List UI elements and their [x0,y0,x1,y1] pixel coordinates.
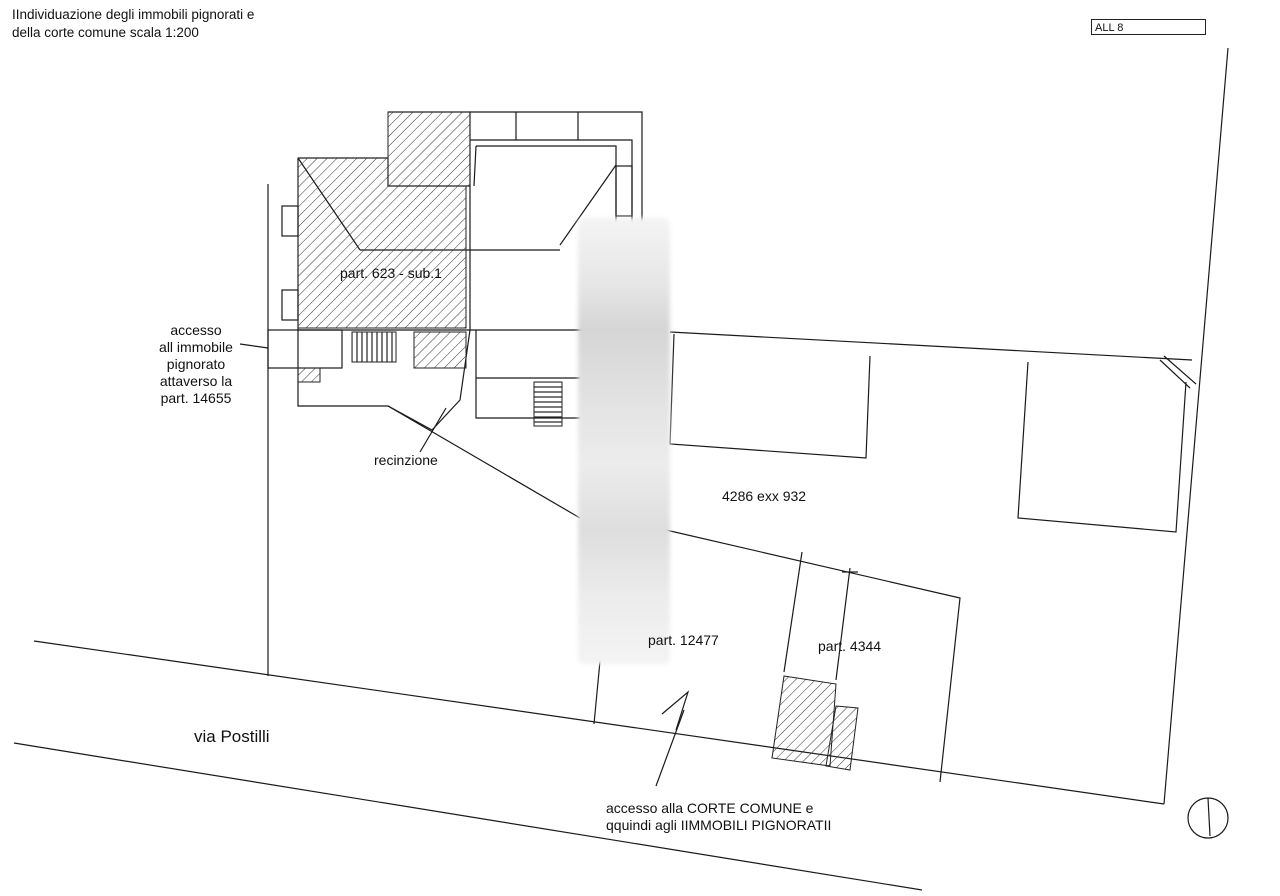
parcel-boundary-12477 [665,529,961,783]
redacted-area [578,218,670,664]
courtyard-outline [297,329,471,431]
label-fence: recinzione [374,452,438,468]
plan-title: IIndividuazione degli immobili pignorati… [12,6,254,42]
sheet-tag: ALL 8 [1091,19,1206,35]
outbuilding-east-2 [1017,361,1187,533]
label-parcel-12477: part. 12477 [648,632,719,648]
access-arrow [661,690,690,731]
hatched-building-north [387,111,471,187]
staircase-west [351,331,397,363]
leader-access [239,343,269,349]
hatched-building-4344 [771,675,837,767]
building-roof-outline [470,111,643,222]
street-edge-north [33,640,1165,805]
hatched-building-main [297,157,467,329]
staircase-east [533,381,563,427]
property-boundary-east [1163,47,1229,805]
fence-line [387,405,581,519]
label-street: via Postilli [194,727,270,746]
label-parcel-4286: 4286 exx 932 [722,488,807,504]
outbuilding-east-1 [669,333,871,459]
leader-fence [419,407,447,453]
label-access-note: accesso all immobile pignorato attaverso… [159,322,233,406]
title-line-2: della corte comune scala 1:200 [12,25,199,40]
title-line-1: IIndividuazione degli immobili pignorati… [12,7,255,22]
label-parcel-4344: part. 4344 [818,638,882,654]
label-parcel-623: part. 623 - sub.1 [340,265,442,281]
street-edge-south [13,742,923,891]
label-common-access: accesso alla CORTE COMUNE e qquindi agli… [606,800,832,833]
